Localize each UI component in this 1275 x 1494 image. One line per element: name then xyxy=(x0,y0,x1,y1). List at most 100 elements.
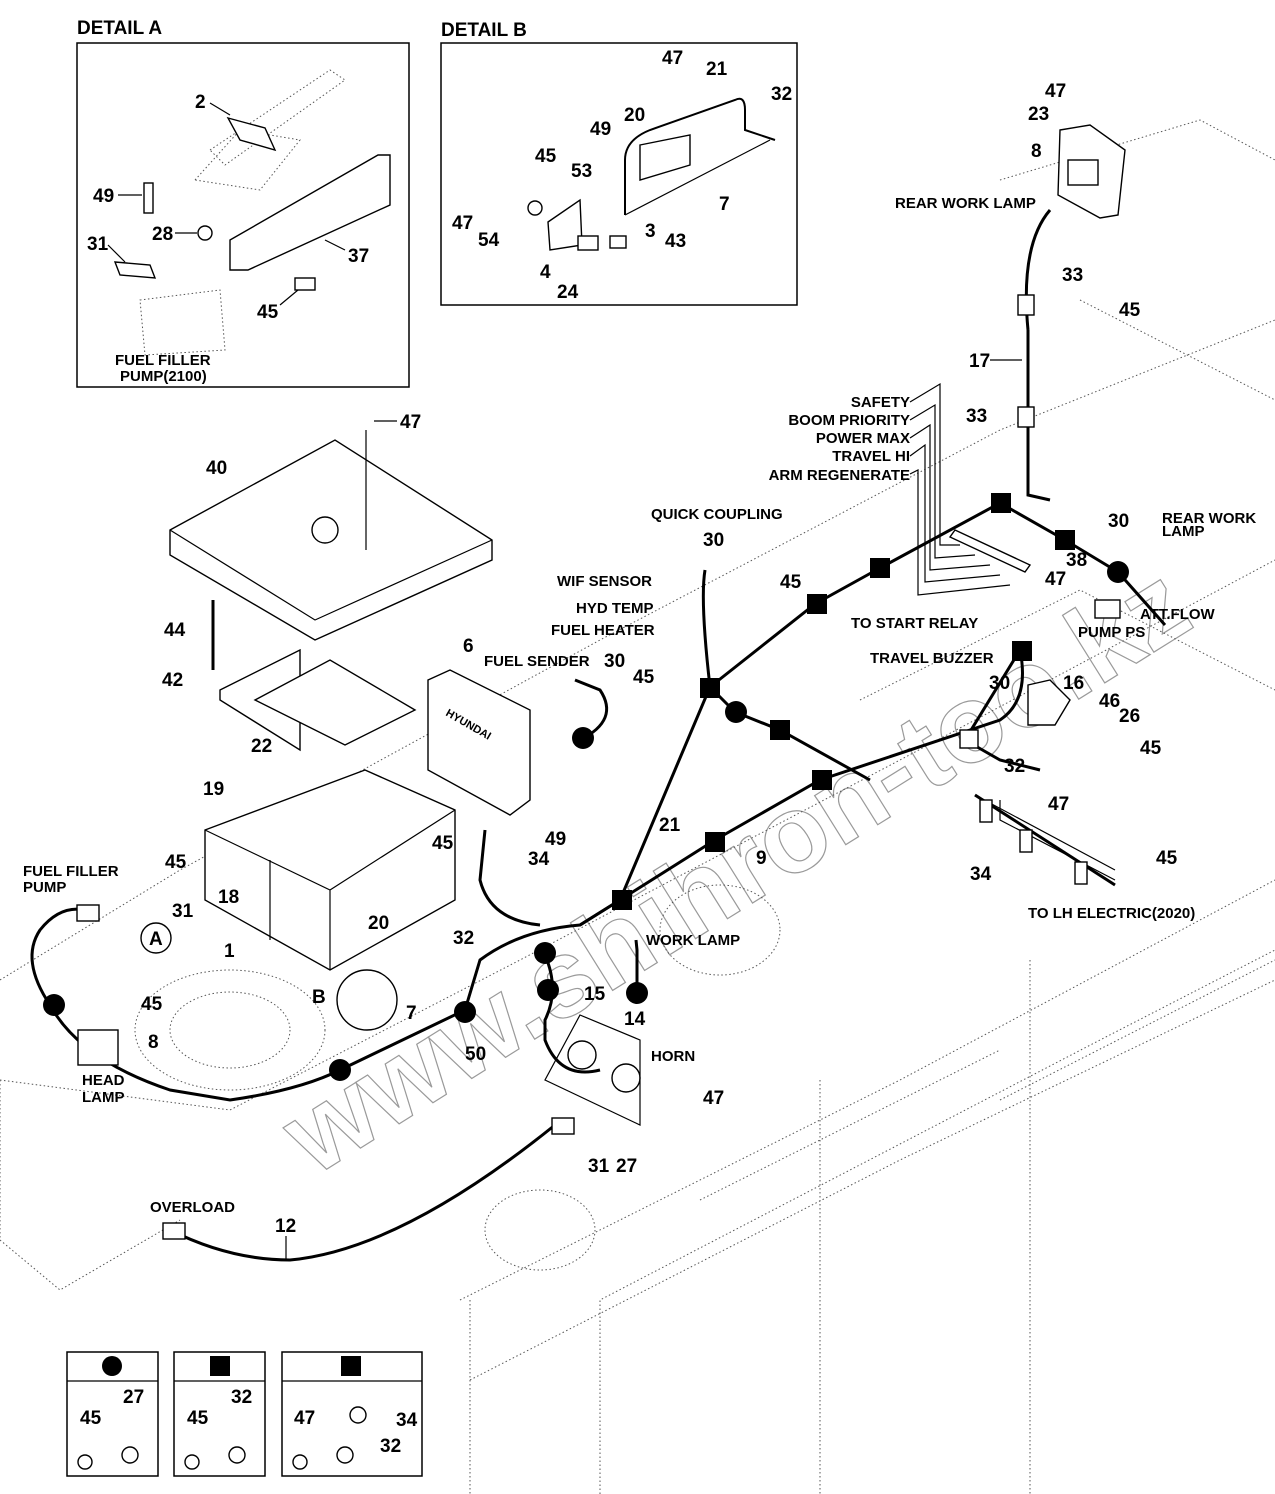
square-clip-marker xyxy=(612,890,632,910)
callout: 45 xyxy=(633,667,655,688)
legend-part: 32 xyxy=(231,1387,252,1408)
callout-b-32: 32 xyxy=(771,84,792,105)
callout-b-54: 54 xyxy=(478,230,500,251)
label-arm-regenerate: ARM REGENERATE xyxy=(769,467,910,484)
callout-b-47b: 47 xyxy=(452,213,473,234)
relay-16 xyxy=(1027,679,1071,726)
components: HYUNDAI xyxy=(76,124,1126,1240)
clamp-33-upper xyxy=(1017,294,1035,316)
label-work-lamp: WORK LAMP xyxy=(646,932,740,949)
square-clip-marker xyxy=(705,832,725,852)
label-detail-marker-a: A xyxy=(149,929,163,950)
callout-b-7: 7 xyxy=(719,194,730,215)
callout: 6 xyxy=(463,636,474,657)
legend-part: 32 xyxy=(380,1436,401,1457)
callout: 50 xyxy=(465,1044,486,1065)
detail-b-title: DETAIL B xyxy=(441,20,527,41)
callout: 18 xyxy=(218,887,239,908)
callout: 47 xyxy=(400,412,421,433)
callout-b-24: 24 xyxy=(557,282,579,303)
round-clip-symbol-icon xyxy=(102,1356,122,1376)
callout: 14 xyxy=(624,1009,646,1030)
label-fuel-heater: FUEL HEATER xyxy=(551,622,655,639)
callout: 22 xyxy=(251,736,272,757)
detail-b-marker-circle xyxy=(336,969,398,1031)
callout: 45 xyxy=(1156,848,1178,869)
label-pump-ps: PUMP PS xyxy=(1078,624,1145,641)
rear-work-lamp xyxy=(1067,159,1099,186)
cover-7-shape xyxy=(639,134,691,181)
detail-a-marker-circle xyxy=(140,922,172,954)
legend-part: 27 xyxy=(123,1387,144,1408)
label-boom-priority: BOOM PRIORITY xyxy=(788,412,910,429)
callout: 20 xyxy=(368,913,389,934)
callout-b-47a: 47 xyxy=(662,48,683,69)
detail-a-caption-2: PUMP(2100) xyxy=(120,368,207,385)
callout: 30 xyxy=(1108,511,1129,532)
label-fuel-filler-pump-1: FUEL FILLER xyxy=(23,863,119,880)
main-callouts: 47 23 8 33 45 17 33 47 40 44 42 22 6 30 … xyxy=(141,81,1178,1260)
callout-b-49: 49 xyxy=(590,119,611,140)
round-clip-marker xyxy=(537,979,559,1001)
callout: 19 xyxy=(203,779,224,800)
clip-34-b xyxy=(1019,829,1033,853)
callout: 17 xyxy=(969,351,990,372)
callout: 31 xyxy=(588,1156,610,1177)
square-clip-symbol-icon xyxy=(210,1356,230,1376)
label-fuel-sender: FUEL SENDER xyxy=(484,653,590,670)
battery-1 xyxy=(204,769,456,971)
round-clip-marker xyxy=(43,994,65,1016)
detail-b-panel: DETAIL B 47 21 32 20 49 45 53 7 47 54 3 … xyxy=(440,20,798,306)
callout: 45 xyxy=(780,572,802,593)
round-clip-marker xyxy=(572,727,594,749)
callout-28: 28 xyxy=(152,224,173,245)
bolt-49-shape xyxy=(143,182,154,214)
connector-block-38 xyxy=(948,529,1032,573)
label-hyd-temp: HYD TEMP xyxy=(576,600,654,617)
callout: 26 xyxy=(1119,706,1140,727)
part-54-shape xyxy=(527,200,543,216)
legend-square-clip-1: 45 32 xyxy=(173,1351,266,1477)
label-head-lamp-1: HEAD xyxy=(82,1072,125,1089)
label-rear-work-lamp-right-1: REAR WORK xyxy=(1162,510,1256,527)
callout: 34 xyxy=(528,849,550,870)
callout: 1 xyxy=(224,941,235,962)
legend: 45 27 45 32 47 34 32 xyxy=(66,1351,423,1477)
callout: 8 xyxy=(1031,141,1042,162)
callout: 33 xyxy=(966,406,987,427)
square-clip-marker xyxy=(870,558,890,578)
label-travel-hi: TRAVEL HI xyxy=(832,448,910,465)
square-clip-marker xyxy=(770,720,790,740)
callout: 32 xyxy=(453,928,474,949)
callout: 32 xyxy=(1004,756,1025,777)
callout: 30 xyxy=(604,651,625,672)
square-clip-marker xyxy=(700,678,720,698)
square-clip-marker xyxy=(1012,641,1032,661)
callout-b-45: 45 xyxy=(535,146,557,167)
label-rear-work-lamp-right-2: LAMP xyxy=(1162,523,1205,540)
callout: 21 xyxy=(659,815,681,836)
callout: 31 xyxy=(172,901,194,922)
callout: 47 xyxy=(1045,81,1066,102)
callout: 38 xyxy=(1066,550,1087,571)
horn-15 xyxy=(567,1040,597,1070)
round-clip-marker xyxy=(626,982,648,1004)
legend-part: 45 xyxy=(187,1408,209,1429)
callout: 47 xyxy=(1048,794,1069,815)
callout: 42 xyxy=(162,670,183,691)
callout: 40 xyxy=(206,458,227,479)
part-3-shape xyxy=(609,235,627,249)
callout: 16 xyxy=(1063,673,1084,694)
square-clip-marker xyxy=(812,770,832,790)
legend-part: 47 xyxy=(294,1408,315,1429)
label-quick-coupling: QUICK COUPLING xyxy=(651,506,783,523)
callout: 15 xyxy=(584,984,606,1005)
label-fuel-filler-pump-2: PUMP xyxy=(23,879,66,896)
callout-b-3: 3 xyxy=(645,221,656,242)
callout: 47 xyxy=(1045,569,1066,590)
detail-b-frame xyxy=(440,42,798,306)
overload-connector xyxy=(162,1222,186,1240)
callout-31: 31 xyxy=(87,234,109,255)
bracket-37-shape xyxy=(229,154,391,271)
